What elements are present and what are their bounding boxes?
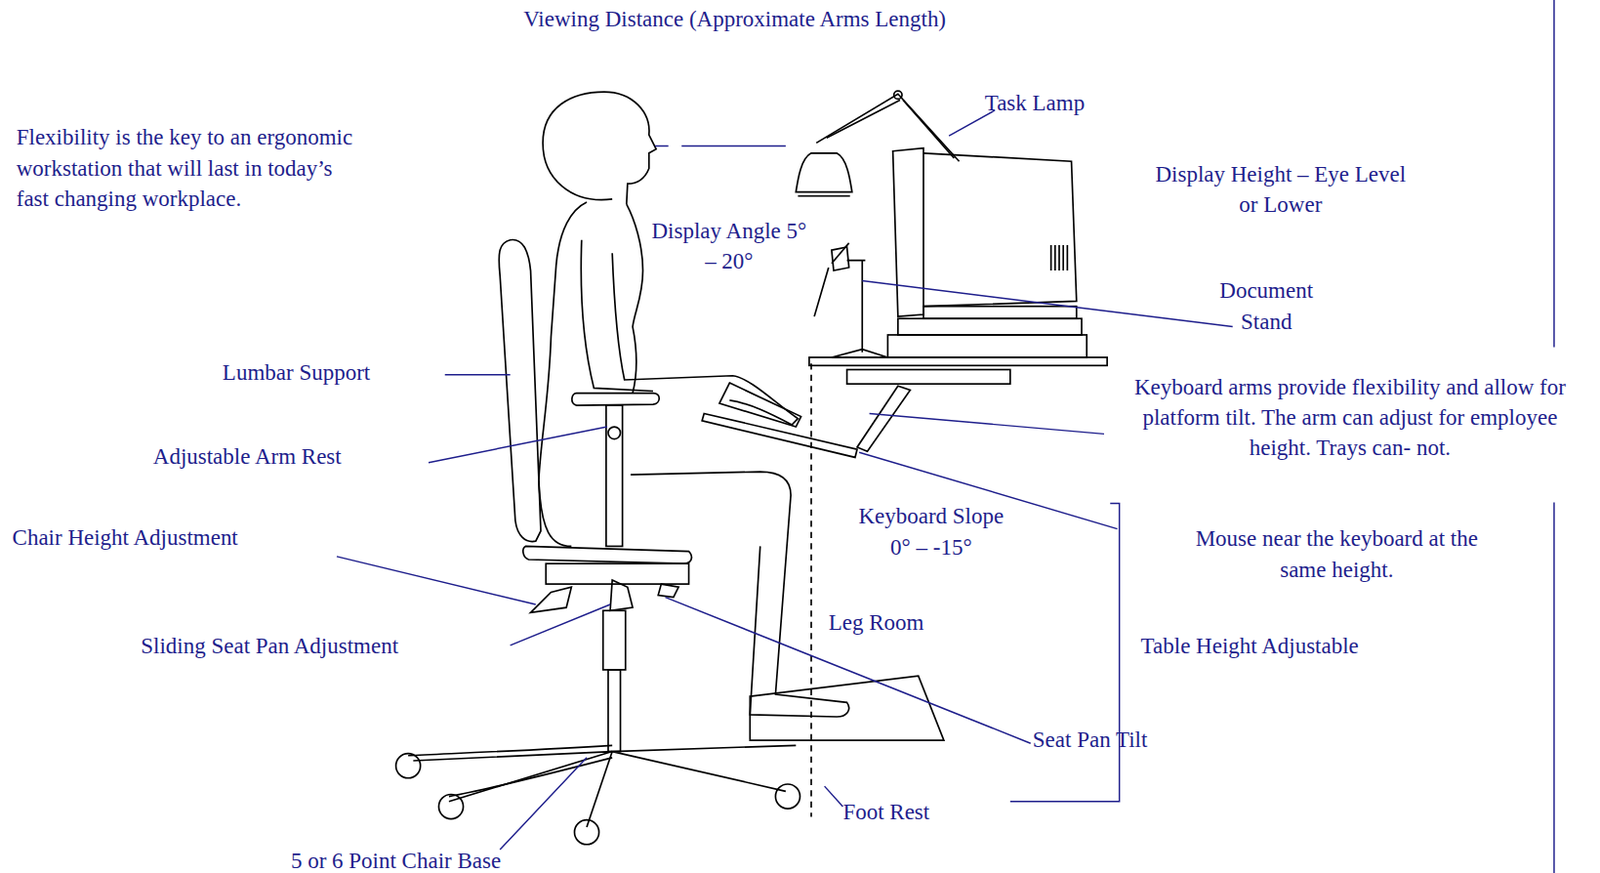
- lamp-arm: [816, 93, 959, 162]
- person-chest: [626, 204, 644, 393]
- viewing-distance-line: [655, 145, 786, 147]
- illustration: [396, 90, 1108, 845]
- arm-rest: [572, 393, 659, 407]
- leader-line: [445, 373, 511, 375]
- monitor-vents: [1051, 245, 1068, 271]
- annotation-label: Flexibility is the key to an ergonomic w…: [16, 122, 370, 214]
- annotation-label: Task Lamp: [984, 87, 1149, 119]
- leader-line: [861, 281, 1232, 328]
- lamp-arm-inner: [826, 99, 955, 159]
- person-forearm: [612, 252, 798, 425]
- table-height-bracket: [1010, 502, 1120, 801]
- annotation-label: Table Height Adjustable: [1141, 630, 1448, 661]
- person-leg: [630, 471, 850, 717]
- lamp-rim: [797, 195, 850, 198]
- gas-cylinder-lower: [608, 669, 621, 752]
- slide-lever: [610, 579, 633, 611]
- document-base: [831, 349, 888, 358]
- leader-line: [510, 604, 611, 646]
- monitor-base: [898, 318, 1082, 335]
- leader-line: [869, 412, 1105, 434]
- annotation-label: Leg Room: [828, 607, 972, 638]
- keyboard-arm-mount: [847, 369, 1011, 385]
- annotation-label: Keyboard arms provide flexibility and al…: [1113, 371, 1586, 464]
- annotation-label: Mouse near the keyboard at the same heig…: [1173, 523, 1500, 585]
- caster: [438, 793, 463, 819]
- gas-cylinder: [603, 610, 626, 670]
- annotation-label: 5 or 6 Point Chair Base: [290, 845, 598, 873]
- leader-line: [665, 597, 1031, 744]
- document-holder: [831, 246, 850, 271]
- chair-base: [412, 744, 796, 827]
- arm-rest-post: [606, 405, 623, 546]
- annotation-label: Chair Height Adjustment: [12, 522, 339, 553]
- monitor-body: [923, 153, 1077, 307]
- arm-rest-knob: [608, 426, 621, 440]
- lamp-shade: [795, 153, 852, 193]
- height-lever: [531, 586, 573, 613]
- monitor-neck: [923, 306, 1077, 320]
- seat-mechanism: [545, 563, 689, 584]
- annotation-label: Display Height – Eye Level or Lower: [1152, 159, 1408, 221]
- leader-line: [824, 785, 844, 807]
- keyboard-arm: [857, 385, 910, 452]
- caster: [574, 820, 599, 845]
- chair-back: [498, 239, 541, 541]
- annotation-label: Seat Pan Tilt: [1032, 724, 1196, 755]
- angle-lines: [814, 243, 850, 317]
- desk-top: [809, 357, 1108, 366]
- person-back: [538, 202, 587, 480]
- annotation-label: Keyboard Slope 0° – -15°: [847, 500, 1016, 563]
- desk-edge: [810, 363, 813, 817]
- keyboard: [719, 382, 802, 427]
- annotation-label: Foot Rest: [842, 796, 976, 827]
- border-line: [1553, 0, 1555, 873]
- monitor-bezel: [893, 148, 924, 318]
- annotation-label: Sliding Seat Pan Adjustment: [140, 630, 508, 661]
- person-buttock: [538, 479, 572, 546]
- person-head: [542, 91, 657, 205]
- leader-line: [428, 426, 608, 463]
- annotation-label: Document Stand: [1210, 275, 1323, 337]
- keyboard-tray: [701, 412, 858, 457]
- leader-line: [336, 556, 536, 605]
- seat-pan: [523, 545, 693, 564]
- annotation-label: Viewing Distance (Approximate Arms Lengt…: [438, 3, 1030, 35]
- annotation-label: Adjustable Arm Rest: [153, 441, 429, 472]
- annotation-label: Display Angle 5° – 20°: [645, 215, 814, 278]
- lamp-joint: [894, 90, 903, 99]
- leader-line: [499, 757, 587, 850]
- monitor-riser: [887, 334, 1087, 358]
- document-pole: [847, 260, 866, 353]
- person-arm: [580, 240, 654, 392]
- chair-base-edge: [408, 744, 613, 796]
- tilt-lever: [657, 583, 679, 598]
- foot-rest: [749, 675, 944, 740]
- annotation-label: Lumbar Support: [222, 357, 448, 388]
- caster: [775, 783, 800, 809]
- caster: [396, 753, 421, 779]
